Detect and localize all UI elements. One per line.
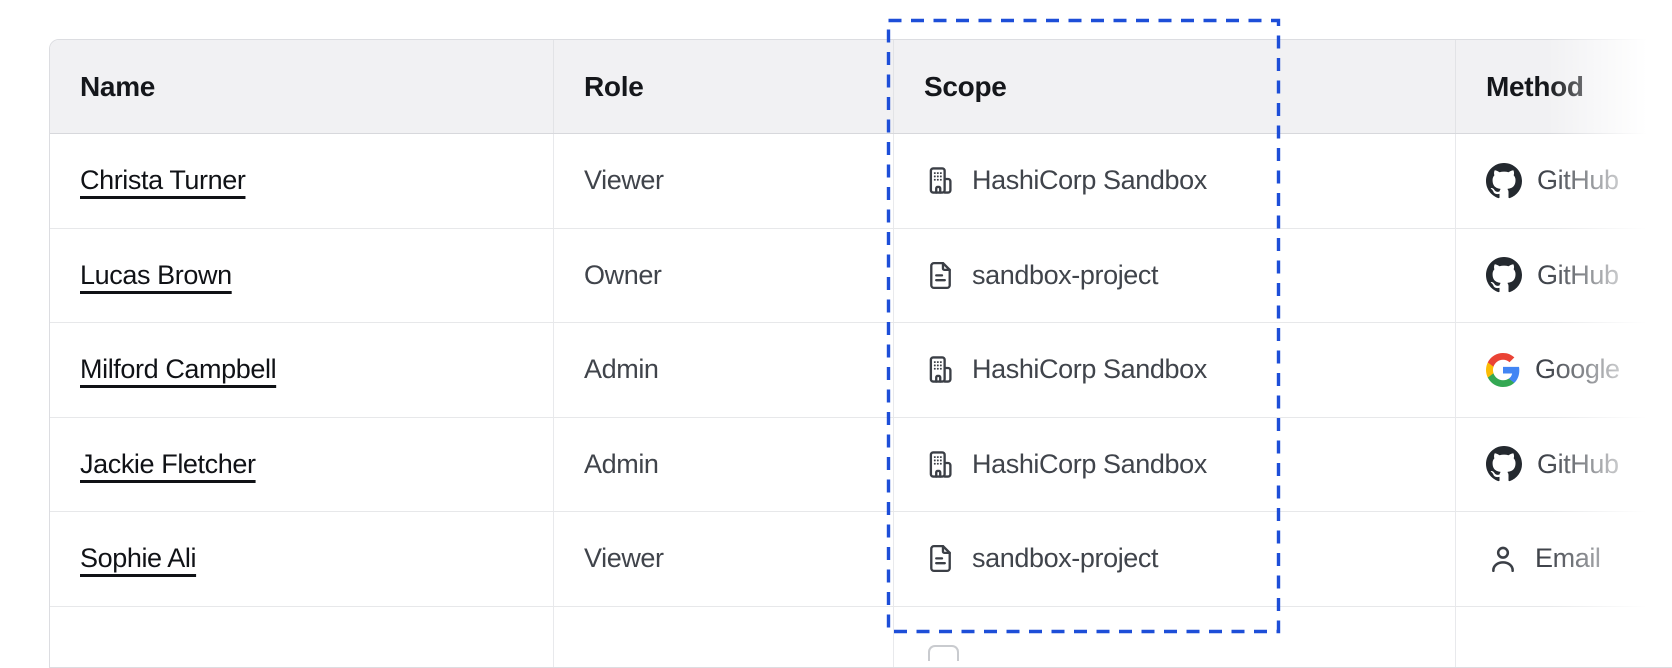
- next-row-icon-hint: [928, 644, 959, 661]
- column-header-name: Name: [50, 40, 554, 133]
- member-name-link[interactable]: Lucas Brown: [80, 259, 232, 290]
- cell-scope: [894, 606, 1456, 667]
- method-label: Email: [1535, 543, 1601, 574]
- cell-name: Lucas Brown: [50, 228, 554, 322]
- role-label: Viewer: [584, 165, 664, 196]
- cell-role: Viewer: [554, 512, 894, 606]
- cell-method: GitHub: [1456, 229, 1672, 323]
- method-label: GitHub: [1537, 165, 1619, 196]
- cell-method: [1456, 607, 1672, 667]
- column-header-label: Name: [80, 70, 156, 102]
- member-name-link[interactable]: Milford Campbell: [80, 354, 277, 385]
- cell-role: Viewer: [554, 134, 894, 228]
- cell-scope: HashiCorp Sandbox: [894, 134, 1456, 228]
- method-label: Google: [1535, 354, 1620, 385]
- cell-scope: sandbox-project: [894, 512, 1456, 606]
- org-building-icon: [929, 356, 952, 384]
- cell-role: Admin: [554, 323, 894, 417]
- table-row: Sophie Ali Viewer sandbox-project Email: [50, 512, 1672, 607]
- cell-method: GitHub: [1456, 418, 1672, 512]
- project-file-icon: [930, 261, 951, 289]
- scope-label: HashiCorp Sandbox: [972, 354, 1207, 385]
- scope-label: sandbox-project: [972, 543, 1159, 574]
- scope-label: HashiCorp Sandbox: [972, 165, 1207, 196]
- github-icon: [1486, 446, 1522, 482]
- table-row-partial: [50, 606, 1672, 667]
- cell-scope: HashiCorp Sandbox: [894, 323, 1456, 417]
- cell-name: Jackie Fletcher: [50, 417, 554, 511]
- table-row: Lucas Brown Owner sandbox-project GitHub: [50, 228, 1672, 323]
- table-header-row: Name Role Scope Method: [50, 40, 1672, 134]
- table-row: Christa Turner Viewer HashiCorp Sandbox G…: [50, 134, 1672, 229]
- google-icon: [1486, 352, 1520, 387]
- cell-method: Google: [1456, 323, 1672, 417]
- cell-method: Email: [1456, 512, 1672, 606]
- column-header-role: Role: [554, 40, 894, 133]
- cell-method: GitHub: [1456, 134, 1672, 228]
- cell-name: [50, 606, 554, 667]
- cell-role: [554, 606, 894, 667]
- table-row: Jackie Fletcher Admin HashiCorp Sandbox G…: [50, 417, 1672, 512]
- member-name-link[interactable]: Jackie Fletcher: [80, 448, 256, 479]
- cell-name: Christa Turner: [50, 134, 554, 228]
- column-header-method: Method: [1456, 40, 1672, 133]
- org-building-icon: [929, 167, 952, 195]
- cell-role: Owner: [554, 228, 894, 322]
- column-header-label: Role: [584, 70, 644, 102]
- role-label: Admin: [584, 448, 659, 479]
- scope-label: sandbox-project: [972, 259, 1159, 290]
- cell-scope: HashiCorp Sandbox: [894, 417, 1456, 511]
- member-name-link[interactable]: Christa Turner: [80, 165, 246, 196]
- cell-role: Admin: [554, 417, 894, 511]
- member-name-link[interactable]: Sophie Ali: [80, 543, 197, 574]
- role-label: Viewer: [584, 543, 664, 574]
- method-label: GitHub: [1537, 448, 1619, 479]
- github-icon: [1486, 162, 1522, 198]
- org-building-icon: [929, 450, 952, 478]
- role-label: Owner: [584, 259, 662, 290]
- role-label: Admin: [584, 354, 659, 385]
- project-file-icon: [930, 545, 951, 573]
- column-header-label: Scope: [924, 70, 1007, 102]
- method-label: GitHub: [1537, 259, 1619, 290]
- cell-scope: sandbox-project: [894, 228, 1456, 322]
- column-header-scope: Scope: [894, 40, 1456, 133]
- cell-name: Sophie Ali: [50, 512, 554, 606]
- person-icon: [1492, 546, 1514, 572]
- column-header-label: Method: [1486, 70, 1584, 102]
- scope-label: HashiCorp Sandbox: [972, 448, 1207, 479]
- github-icon: [1486, 257, 1522, 293]
- cell-name: Milford Campbell: [50, 323, 554, 417]
